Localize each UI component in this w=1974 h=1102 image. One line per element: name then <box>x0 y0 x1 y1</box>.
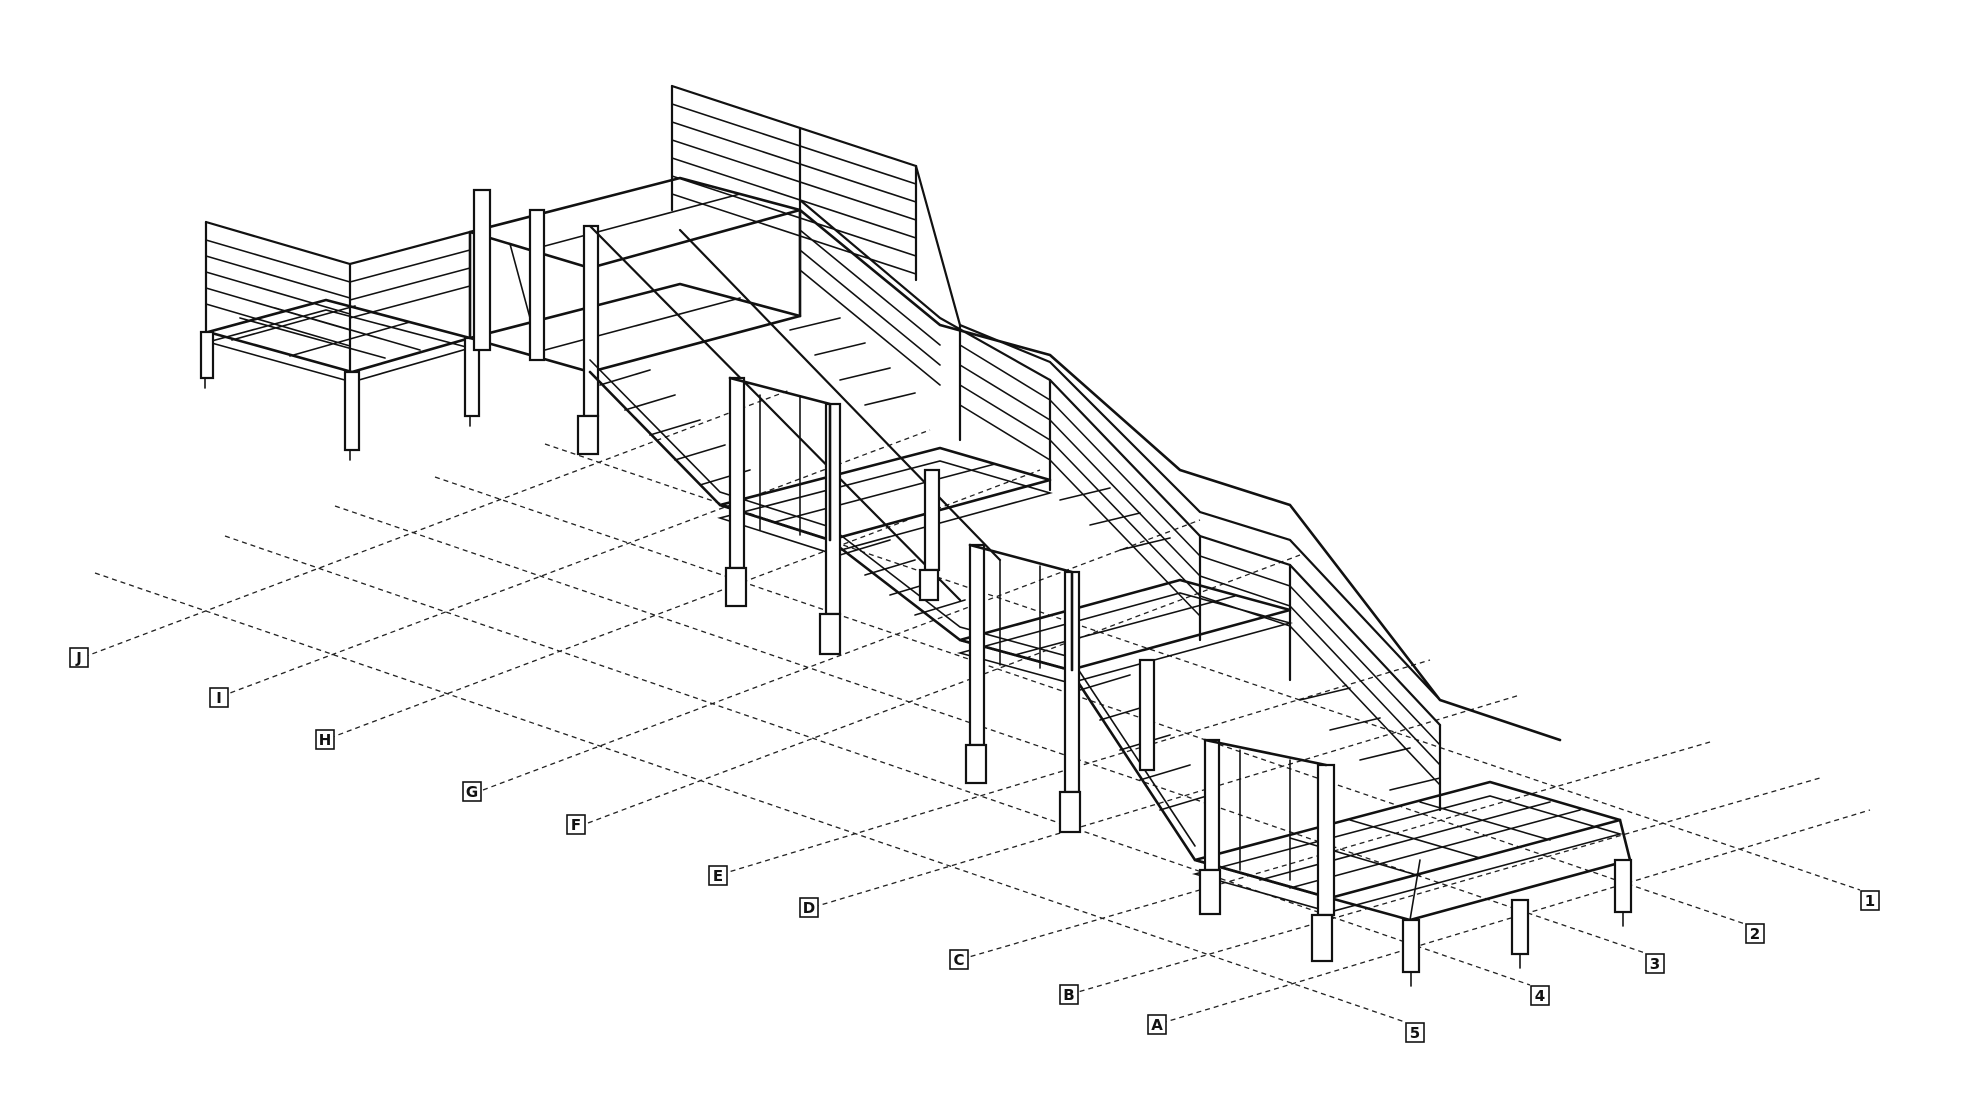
gridline-5 <box>94 572 1406 1023</box>
gridline-D <box>813 694 1521 908</box>
gridline-2 <box>434 476 1746 925</box>
grid-label-I: I <box>209 687 229 708</box>
gridline-F <box>587 554 1301 824</box>
grid-label-F-text: F <box>571 816 581 834</box>
number-gridlines <box>94 443 1861 1023</box>
number-grid-labels: 1 2 3 4 5 <box>1405 890 1880 1043</box>
stair-structure <box>199 84 1633 987</box>
lower-platform <box>1191 738 1633 987</box>
grid-label-I-text: I <box>216 689 222 707</box>
gridline-4 <box>224 535 1531 986</box>
intermediate-landing-1 <box>717 376 1053 656</box>
gridline-G <box>482 519 1201 791</box>
gridline-B <box>1070 777 1821 995</box>
grid-label-4-text: 4 <box>1535 987 1545 1005</box>
grid-label-E-text: E <box>713 867 723 885</box>
grid-label-G: G <box>462 781 482 802</box>
grid-label-E: E <box>708 865 728 886</box>
gridline-C <box>961 741 1711 960</box>
grid-label-J-text: J <box>75 649 82 667</box>
grid-label-2: 2 <box>1745 923 1765 944</box>
grid-label-1-text: 1 <box>1865 892 1875 910</box>
gridline-I <box>221 429 931 697</box>
intermediate-landing-2 <box>956 543 1294 834</box>
grid-label-C: C <box>949 949 969 970</box>
gridline-J <box>83 389 791 658</box>
grid-label-B: B <box>1059 984 1079 1005</box>
grid-label-4: 4 <box>1530 985 1550 1006</box>
grid-label-G-text: G <box>466 783 478 801</box>
grid-label-D: D <box>799 897 819 918</box>
grid-label-D-text: D <box>803 899 815 917</box>
grid-label-J: J <box>69 647 89 668</box>
upper-central-landing <box>468 84 918 456</box>
grid-label-2-text: 2 <box>1750 925 1760 943</box>
grid-label-3: 3 <box>1645 953 1665 974</box>
grid-label-H-text: H <box>319 731 332 749</box>
gridline-3 <box>334 505 1646 954</box>
grid-label-5: 5 <box>1405 1022 1425 1043</box>
grid-label-A: A <box>1147 1014 1167 1035</box>
grid-label-F: F <box>566 814 586 835</box>
grid-label-A-text: A <box>1151 1016 1163 1034</box>
grid-label-5-text: 5 <box>1410 1024 1420 1042</box>
letter-grid-labels: J I H G F E D C <box>69 647 1167 1035</box>
grid-label-3-text: 3 <box>1650 955 1660 973</box>
grid-label-B-text: B <box>1063 986 1074 1004</box>
gridline-1 <box>544 443 1861 891</box>
grid-label-1: 1 <box>1860 890 1880 911</box>
grid-label-C-text: C <box>953 951 964 969</box>
upper-left-landing <box>199 220 481 461</box>
grid-label-H: H <box>315 729 335 750</box>
